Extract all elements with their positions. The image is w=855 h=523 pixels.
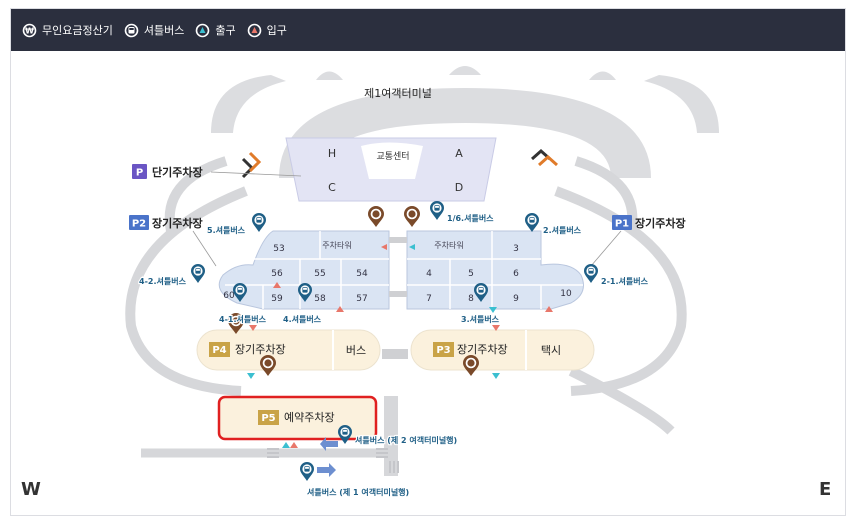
leader-lines [192, 171, 622, 267]
short-term-lot-label: P 단기주차장 [132, 164, 203, 179]
legend-label-exit: 출구 [215, 24, 236, 37]
legend-label-entrance: 입구 [266, 24, 287, 37]
svg-text:₩: ₩ [25, 26, 34, 35]
gate-h: H [328, 147, 336, 160]
shuttle-label-4-2: 4-2.셔틀버스 [139, 276, 187, 286]
zone-9: 9 [513, 294, 519, 304]
legend-label-payment: 무인요금정산기 [42, 24, 113, 37]
bus-icon [124, 23, 139, 37]
legend-item-exit: 출구 [195, 22, 236, 38]
shuttle-stop-icon [338, 425, 352, 444]
zone-3: 3 [513, 244, 519, 254]
shuttle-label-to-t2: 셔틀버스 (제 2 여객터미널행) [355, 435, 457, 445]
zone-53: 53 [273, 244, 284, 254]
left-direction-arrow-icon [320, 437, 338, 451]
zone-7: 7 [426, 294, 432, 304]
parking-map-panel: ₩ 무인요금정산기 셔틀버스 출구 입구 [10, 8, 846, 516]
exit-arrow-icon [196, 23, 210, 37]
walkway-connectors [382, 237, 408, 359]
p1-badge: P1 [615, 219, 629, 230]
p2-lot-label: P2 장기주차장 [129, 215, 203, 230]
compass-west: W [21, 479, 41, 500]
shuttle-label-4: 4.셔틀버스 [283, 314, 322, 324]
transport-center-label: 교통센터 [376, 151, 409, 162]
p5-label: 예약주차장 [284, 410, 335, 424]
bus-area-label: 버스 [346, 344, 366, 357]
p2-label: 장기주차장 [152, 216, 203, 230]
shuttle-stop-icon [525, 213, 539, 232]
transport-center: 교통센터 H A C D [285, 137, 497, 202]
terminal-building: 제1여객터미널 [211, 66, 719, 178]
zone-56: 56 [271, 269, 283, 279]
crosswalks [267, 448, 399, 473]
gate-d: D [455, 181, 463, 194]
legend-item-shuttle: 셔틀버스 [124, 22, 184, 38]
shuttle-label-4-1: 4-1.셔틀버스 [219, 314, 267, 324]
p3-lot: P3 장기주차장 택시 [410, 329, 595, 371]
payment-machine-icon [404, 206, 420, 227]
parking-map: 제1여객터미널 교통센터 H A C D [125, 66, 719, 498]
p-short-label: 단기주차장 [152, 165, 203, 179]
right-direction-arrow-icon [317, 463, 336, 477]
shuttle-label-5: 5.셔틀버스 [207, 225, 246, 235]
shuttle-labels: 1/6.셔틀버스 5.셔틀버스 2.셔틀버스 4-2.셔틀버스 2-1.셔틀버스… [138, 212, 650, 498]
zone-57: 57 [356, 294, 367, 304]
shuttle-label-3: 3.셔틀버스 [461, 314, 500, 324]
shuttle-label-2: 2.셔틀버스 [543, 225, 582, 235]
right-direction-chevron-icon [531, 148, 558, 167]
entrance-arrow-icon [247, 23, 261, 37]
shuttle-stop-icon [191, 264, 205, 283]
zone-58: 58 [314, 294, 326, 304]
zone-5: 5 [468, 269, 474, 279]
zone-10: 10 [560, 289, 572, 299]
coin-icon: ₩ [22, 23, 37, 37]
p-short-badge: P [136, 168, 143, 179]
left-direction-chevron-icon [241, 151, 262, 179]
shuttle-stop-icon [300, 462, 314, 481]
legend-item-payment: ₩ 무인요금정산기 [22, 22, 113, 38]
parking-tower-left: 주차타워 [322, 241, 351, 250]
p4-label: 장기주차장 [235, 343, 286, 356]
p3-badge: P3 [436, 345, 450, 356]
legend-item-entrance: 입구 [247, 22, 287, 38]
zone-60: 60 [223, 291, 235, 301]
p1-label: 장기주차장 [635, 216, 686, 230]
parking-tower-right: 주차타워 [434, 241, 463, 250]
shuttle-label-1-6: 1/6.셔틀버스 [447, 213, 494, 223]
p5-badge: P5 [261, 413, 275, 424]
zone-59: 59 [271, 294, 283, 304]
shuttle-label-to-t1: 셔틀버스 (제 1 여객터미널행) [307, 487, 409, 497]
shuttle-stop-icon [430, 201, 444, 220]
taxi-area-label: 택시 [541, 344, 561, 357]
p1-lot-label: P1 장기주차장 [612, 215, 686, 230]
zone-8: 8 [468, 294, 474, 304]
p4-lot: P4 장기주차장 버스 [196, 329, 381, 371]
zone-4: 4 [426, 269, 432, 279]
compass-east: E [819, 479, 832, 500]
legend-bar: ₩ 무인요금정산기 셔틀버스 출구 입구 [11, 9, 845, 51]
p2-badge: P2 [132, 219, 146, 230]
p3-label: 장기주차장 [457, 343, 508, 356]
p5-lot[interactable]: P5 예약주차장 [217, 395, 378, 441]
shuttle-label-2-1: 2-1.셔틀버스 [601, 276, 649, 286]
shuttle-stop-icon [584, 264, 598, 283]
zone-55: 55 [314, 269, 325, 279]
payment-machine-icon [463, 355, 479, 376]
zone-6: 6 [513, 269, 519, 279]
zone-54: 54 [356, 269, 368, 279]
p4-badge: P4 [212, 345, 226, 356]
gate-a: A [455, 147, 463, 160]
gate-c: C [328, 181, 336, 194]
payment-machine-icon [260, 355, 276, 376]
entry-exit-markers [247, 244, 553, 448]
payment-machine-icon [368, 206, 384, 227]
parking-zone-right: 주차타워 3 4 5 6 7 8 9 10 [406, 230, 584, 310]
legend-label-shuttle: 셔틀버스 [143, 24, 185, 37]
terminal-label: 제1여객터미널 [364, 87, 432, 100]
shuttle-stop-icon [252, 213, 266, 232]
